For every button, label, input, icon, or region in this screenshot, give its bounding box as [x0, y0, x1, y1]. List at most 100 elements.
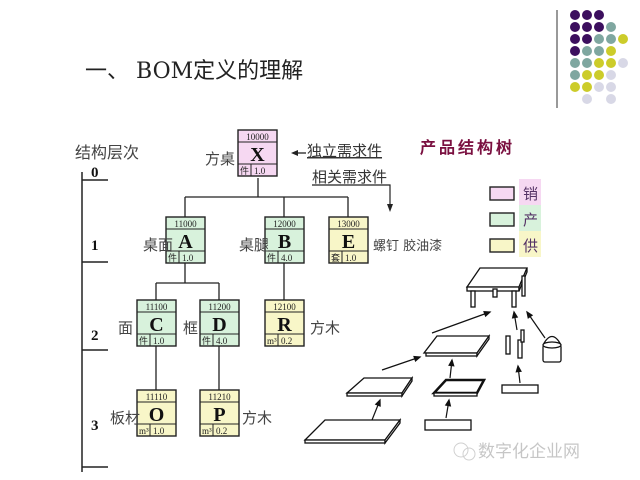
node-qty: 0.2 [216, 426, 227, 436]
node-unit: 件 [139, 335, 148, 346]
decorative-dot [570, 58, 580, 68]
wood-bar-icon [501, 384, 539, 394]
level-ticks [82, 179, 108, 468]
node-unit: m³ [139, 426, 149, 436]
node-unit: m³ [202, 426, 212, 436]
node-code: 11210 [208, 392, 231, 402]
node-qty: 0.2 [281, 336, 292, 346]
decorative-dot [606, 94, 616, 104]
node-name-D: 框 [183, 319, 198, 337]
decorative-dot [570, 22, 580, 32]
arrow-head-icon [448, 358, 455, 367]
node-name-X: 方桌 [205, 150, 235, 168]
node-name-B: 桌腿 [239, 236, 269, 254]
node-code: 11200 [208, 302, 231, 312]
node-letter: O [149, 404, 165, 426]
node-code: 10000 [246, 132, 269, 142]
assembly-illustration [303, 267, 562, 445]
slide-title: 一、 BOM定义的理解 [85, 59, 303, 84]
node-qty: 1.0 [153, 426, 165, 436]
arrow [431, 311, 491, 334]
wechat-icon [453, 442, 469, 458]
decorative-dot [582, 58, 592, 68]
node-name-P: 方木 [242, 409, 272, 427]
decorative-dot [570, 82, 580, 92]
node-letter: X [250, 144, 265, 166]
node-letter: D [212, 314, 226, 336]
decorative-dot [570, 46, 580, 56]
legend-swatch-production [489, 212, 515, 227]
legend-label-supply: 供 [523, 237, 538, 255]
wood-bar-icon [424, 419, 472, 431]
legend-label-bg [519, 231, 541, 257]
legend-label-production: 产 [523, 211, 538, 229]
node-unit: m³ [267, 336, 277, 346]
legend-label-bg [519, 179, 541, 205]
node-qty: 1.0 [153, 336, 165, 346]
decorative-dot [594, 58, 604, 68]
decorative-dot [606, 46, 616, 56]
arrow-head-icon [374, 398, 381, 407]
arrow-head-icon [526, 310, 534, 319]
legend-label-sales: 销 [523, 185, 538, 203]
decorative-dot [582, 70, 592, 80]
decorative-dot [606, 82, 616, 92]
decorative-dot [594, 22, 604, 32]
level-0: 0 [91, 165, 99, 181]
node-name-O: 板材 [110, 409, 140, 427]
watermark: 数字化企业网 [453, 442, 580, 462]
decorative-dot [606, 70, 616, 80]
decorative-dot [594, 82, 604, 92]
dependent-demand-label: 相关需求件 [312, 168, 387, 186]
arrow-head-icon [387, 204, 393, 212]
legend-swatch-sales [489, 186, 515, 201]
independent-demand-label: 独立需求件 [307, 142, 382, 160]
axis-label: 结构层次 [75, 143, 139, 162]
board-icon [345, 375, 414, 399]
node-qty: 1.0 [254, 166, 266, 176]
decorative-dot [594, 34, 604, 44]
decorative-dot [570, 70, 580, 80]
decorative-dot [582, 10, 592, 20]
node-letter: R [277, 314, 292, 336]
arrow-head-icon [515, 364, 522, 373]
decorative-dot [582, 94, 592, 104]
node-letter: C [149, 314, 163, 336]
node-unit: 件 [168, 252, 177, 263]
node-name-R: 方木 [310, 319, 340, 337]
tabletop-icon [422, 333, 491, 359]
node-name-A: 桌面 [143, 236, 173, 254]
node-code: 11100 [146, 302, 168, 312]
node-qty: 4.0 [281, 253, 293, 263]
arrow-head-icon [483, 311, 492, 318]
node-unit: 件 [240, 165, 249, 176]
node-unit: 件 [267, 252, 276, 263]
tree-title: 产品结构树 [420, 138, 515, 157]
node-code: 11000 [174, 219, 197, 229]
arrow-head-icon [511, 310, 519, 319]
node-letter: A [178, 231, 193, 253]
decorative-dot [582, 46, 592, 56]
legend: 销产供 [489, 179, 541, 257]
assembly-arrows [371, 310, 546, 421]
decorative-dot [582, 82, 592, 92]
level-2: 2 [91, 328, 99, 344]
table-icon [465, 267, 528, 308]
decorative-dot [606, 22, 616, 32]
node-code: 13000 [337, 219, 360, 229]
decorative-dot [594, 46, 604, 56]
paint-bucket-icon [542, 335, 562, 363]
node-letter: B [278, 231, 291, 253]
node-letter: P [213, 404, 225, 426]
node-qty: 1.0 [182, 253, 194, 263]
level-3: 3 [91, 418, 99, 434]
decorative-dots [570, 10, 628, 104]
